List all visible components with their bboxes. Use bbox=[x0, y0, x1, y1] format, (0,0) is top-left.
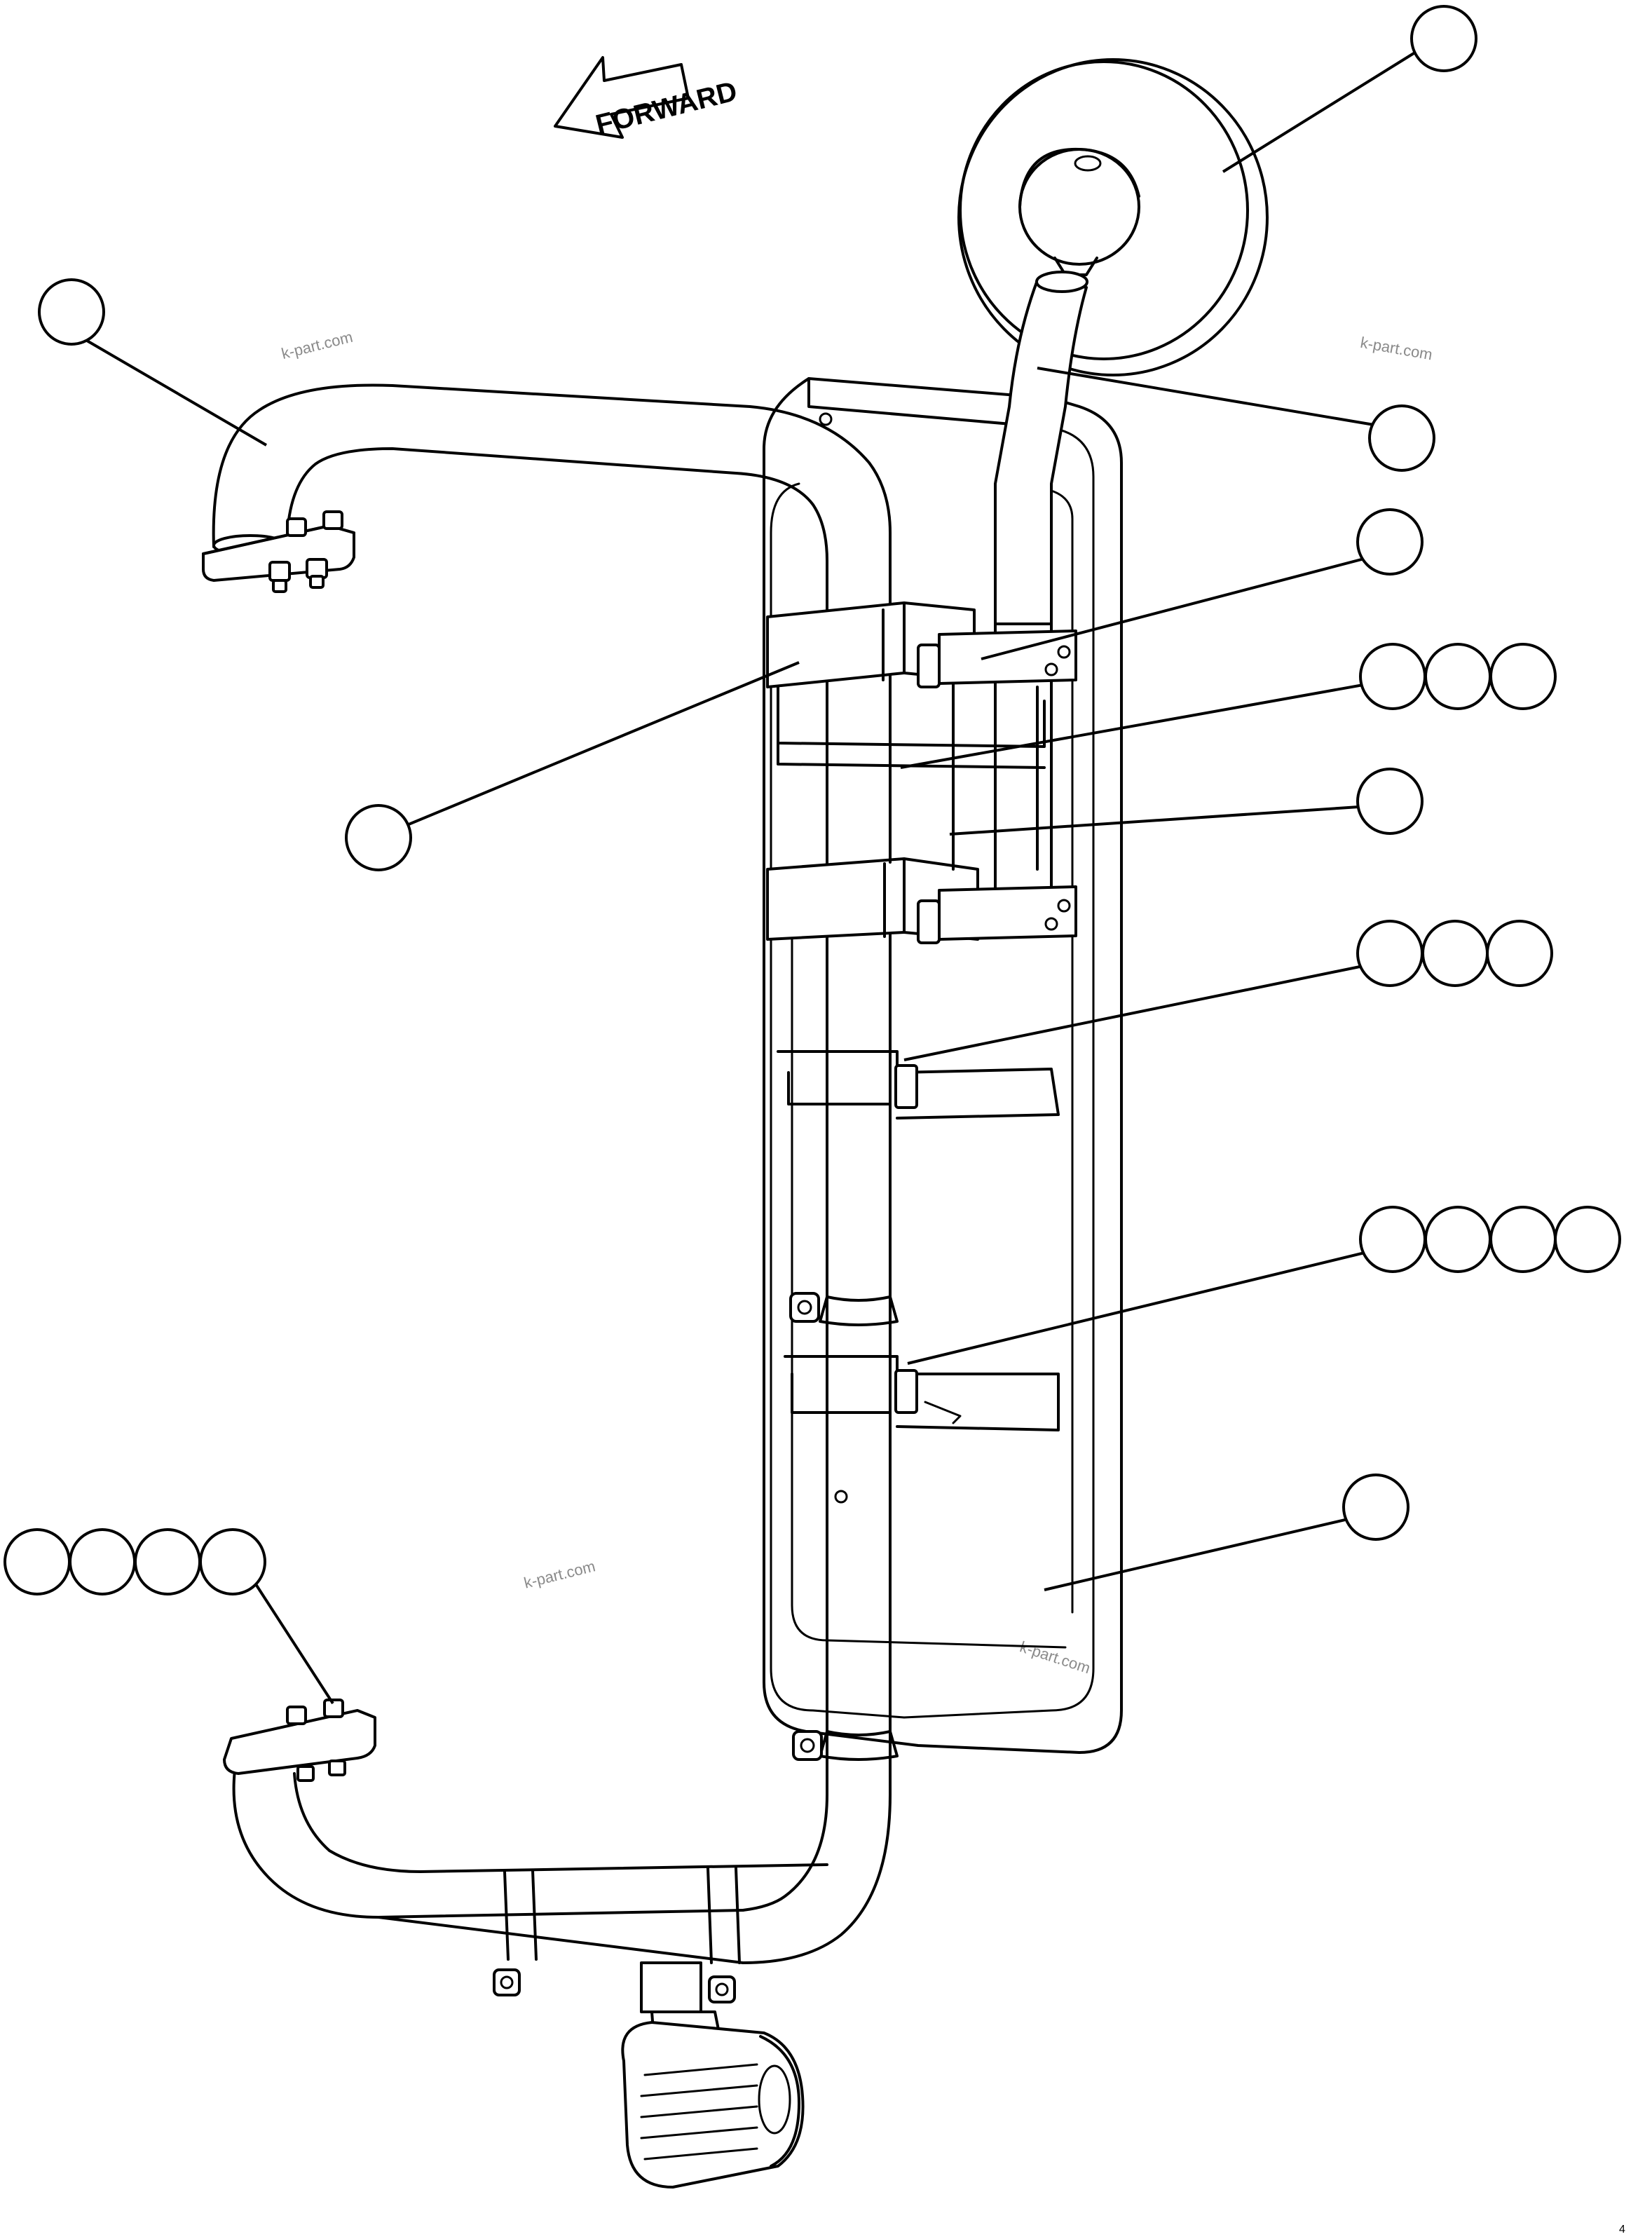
callout-lower-arm-fastener-set bbox=[4, 1528, 266, 1595]
callout-mirror-stem bbox=[1368, 404, 1435, 472]
lower-clamp-nuts bbox=[493, 1968, 736, 2003]
callout-backing-plate bbox=[1342, 1474, 1409, 1541]
work-light bbox=[621, 1961, 805, 2189]
callout-mirror-head bbox=[1410, 5, 1477, 72]
callout-upper-arm-tube bbox=[38, 278, 105, 346]
forward-arrow: FORWARD bbox=[554, 56, 740, 141]
callout-center-clamp-block bbox=[345, 804, 412, 871]
bracket-spacer bbox=[777, 682, 1046, 871]
watermark: k-part.com bbox=[280, 328, 355, 362]
callout-middle-fastener-set bbox=[1356, 920, 1553, 987]
upper-right-clamp bbox=[917, 629, 1077, 944]
lower-arm-tube bbox=[232, 1769, 828, 1964]
watermark: k-part.com bbox=[522, 1557, 597, 1591]
side-nuts bbox=[789, 1292, 823, 1761]
callout-bracket-spacer bbox=[1356, 768, 1424, 835]
lower-plate bbox=[223, 1699, 376, 1782]
upper-left-bolts bbox=[268, 510, 343, 593]
figure-code: 4 bbox=[1619, 2224, 1625, 2235]
mirror-stem bbox=[994, 271, 1088, 892]
callout-upper-fastener-set bbox=[1359, 643, 1557, 710]
watermark: k-part.com bbox=[1018, 1638, 1093, 1677]
mirror-head bbox=[957, 58, 1269, 376]
upper-arm-tube bbox=[202, 383, 892, 618]
middle-bracket bbox=[777, 1050, 1060, 1431]
backing-plate bbox=[763, 377, 1123, 1754]
watermark: k-part.com bbox=[1359, 334, 1434, 364]
leader-lines bbox=[69, 46, 1424, 1705]
callout-lower-fastener-set bbox=[1359, 1206, 1621, 1273]
callout-upper-right-clamp bbox=[1356, 508, 1424, 576]
main-vertical-post bbox=[742, 615, 899, 1964]
